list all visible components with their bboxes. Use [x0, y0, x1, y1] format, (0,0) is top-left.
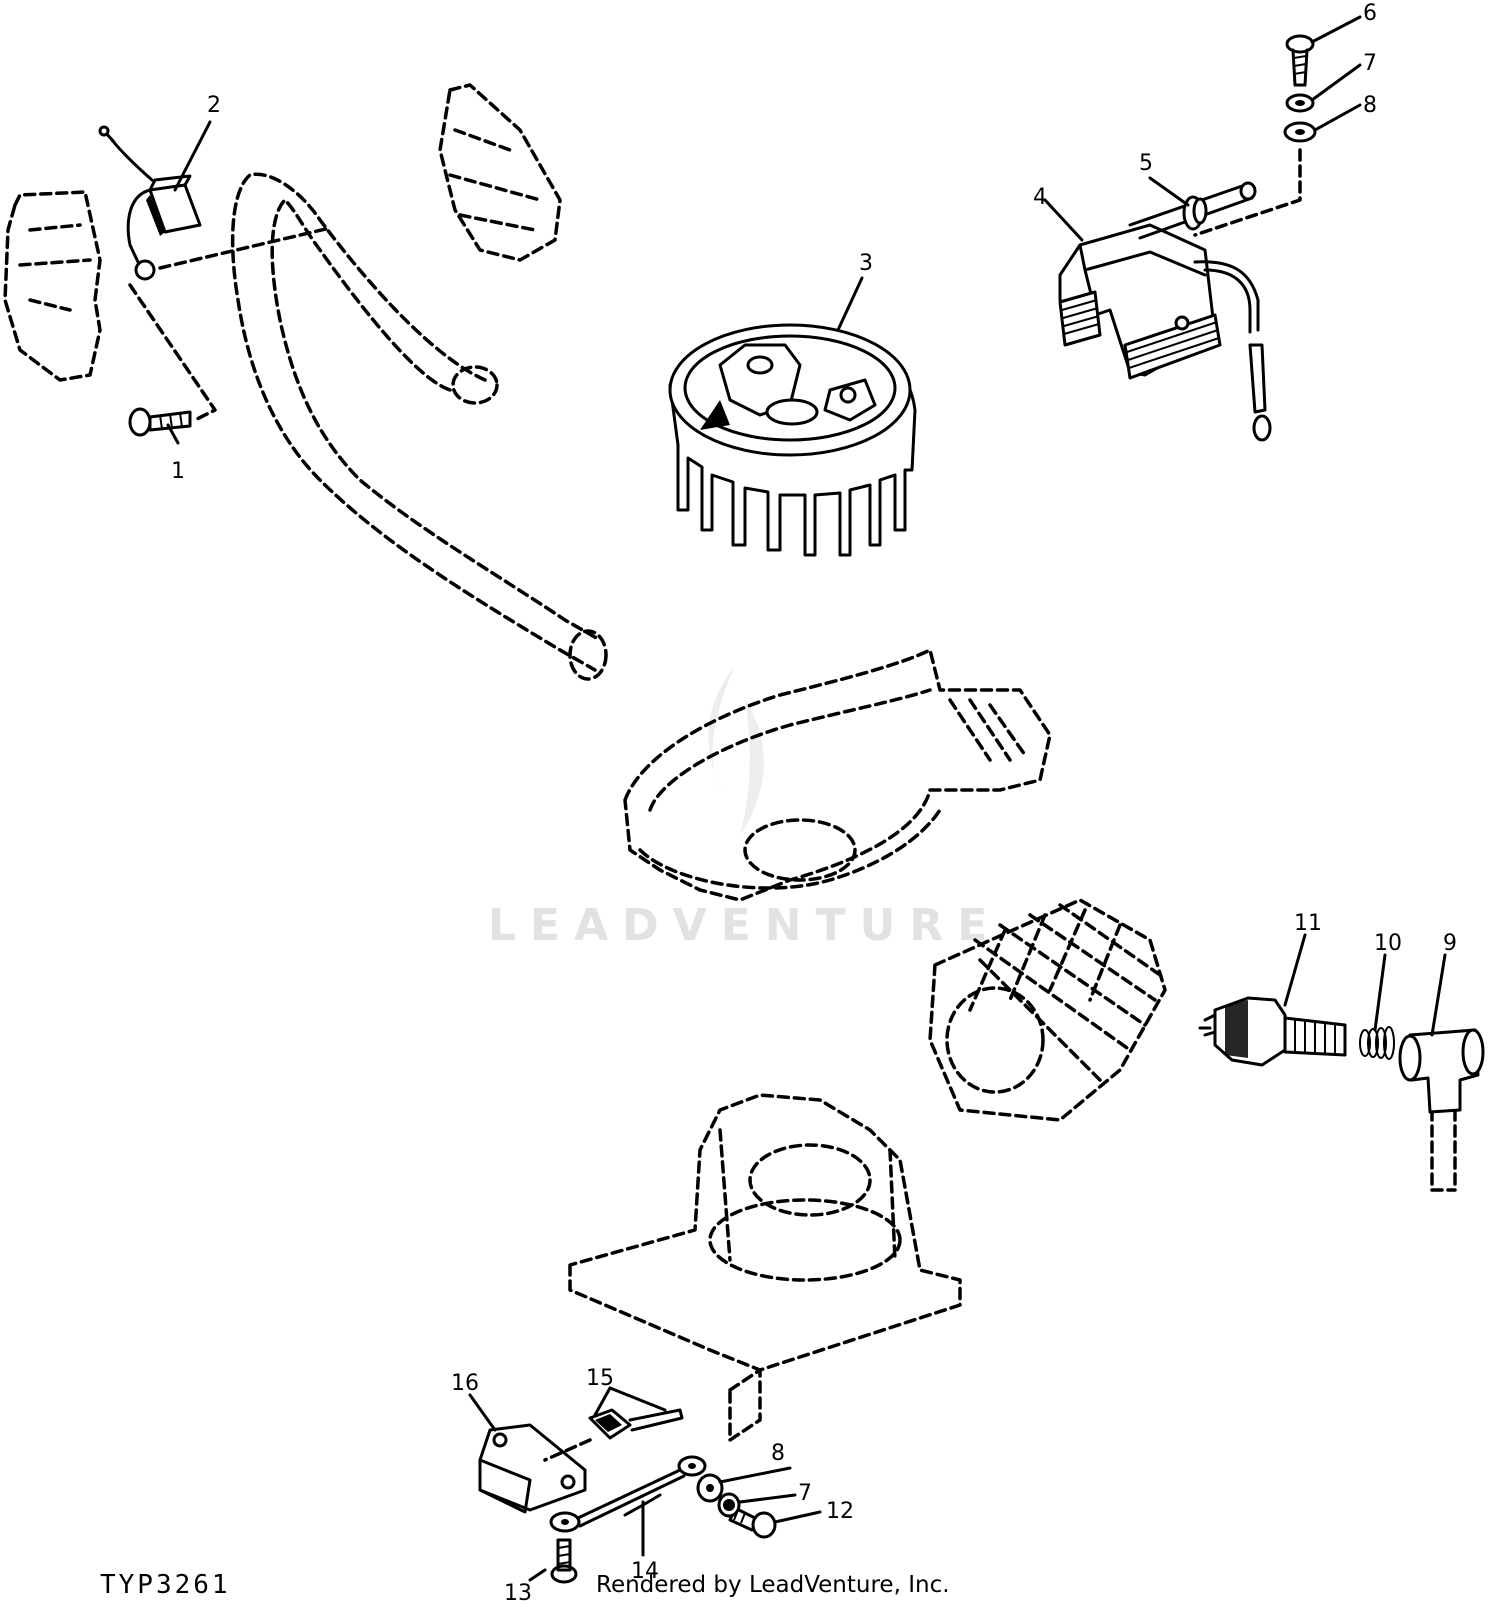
callout-9: 9	[1443, 931, 1457, 956]
callout-6: 6	[1363, 1, 1377, 26]
part-11-spark-plug	[1198, 996, 1347, 1067]
leader-lines	[128, 15, 1447, 1582]
part-9-spark-boot	[1398, 1028, 1485, 1114]
callout-labels: 1 2 3 4 5 6 7 8 9 10 11 12 13 14 15 16 7…	[171, 1, 1457, 1606]
part-3-flywheel	[668, 323, 917, 557]
part-14-ground-lead	[549, 1455, 707, 1533]
callout-14: 14	[631, 1559, 659, 1584]
watermark-text: LEADVENTURE	[488, 900, 1001, 951]
part-8-washer-top	[1283, 121, 1317, 143]
callout-5: 5	[1139, 151, 1153, 176]
callout-1: 1	[171, 459, 185, 484]
phantom-spark-lead	[1430, 1108, 1457, 1192]
callout-3: 3	[859, 251, 873, 276]
callout-11: 11	[1294, 911, 1322, 936]
part-15-terminal	[588, 1408, 684, 1440]
phantom-blower-housing	[623, 648, 1052, 902]
phantom-cylinder	[928, 898, 1167, 1122]
phantom-bent-tube	[230, 172, 608, 681]
callout-13: 13	[504, 1581, 532, 1606]
part-4-ignition-coil	[1058, 181, 1272, 442]
callout-16: 16	[451, 1371, 479, 1396]
callout-8-top: 8	[1363, 93, 1377, 118]
part-2-switch	[98, 125, 202, 281]
part-10-spring	[1359, 1026, 1395, 1060]
part-6-screw	[1285, 34, 1315, 87]
part-8-washer-bottom	[696, 1473, 724, 1503]
part-13-screw	[550, 1538, 578, 1584]
part-7-lockwasher-top	[1285, 93, 1315, 113]
phantom-upper-bracket	[438, 83, 562, 262]
render-credit: Rendered by LeadVenture, Inc.	[596, 1572, 950, 1598]
part-5-sleeve	[1182, 195, 1208, 231]
figure-id: TYP3261	[100, 1570, 231, 1600]
callout-8-bottom: 8	[771, 1441, 785, 1466]
callout-2: 2	[207, 93, 221, 118]
part-7-lockwasher-bottom	[717, 1492, 741, 1518]
phantom-left-cover	[3, 190, 102, 382]
callout-7-top: 7	[1363, 51, 1377, 76]
part-16-bracket	[478, 1423, 587, 1514]
callout-12: 12	[826, 1499, 854, 1524]
callout-4: 4	[1033, 185, 1047, 210]
callout-7-bottom: 7	[798, 1481, 812, 1506]
callout-10: 10	[1374, 931, 1402, 956]
phantom-crankcase	[568, 1093, 962, 1442]
part-1-screw	[128, 407, 192, 437]
callout-15: 15	[586, 1366, 614, 1391]
